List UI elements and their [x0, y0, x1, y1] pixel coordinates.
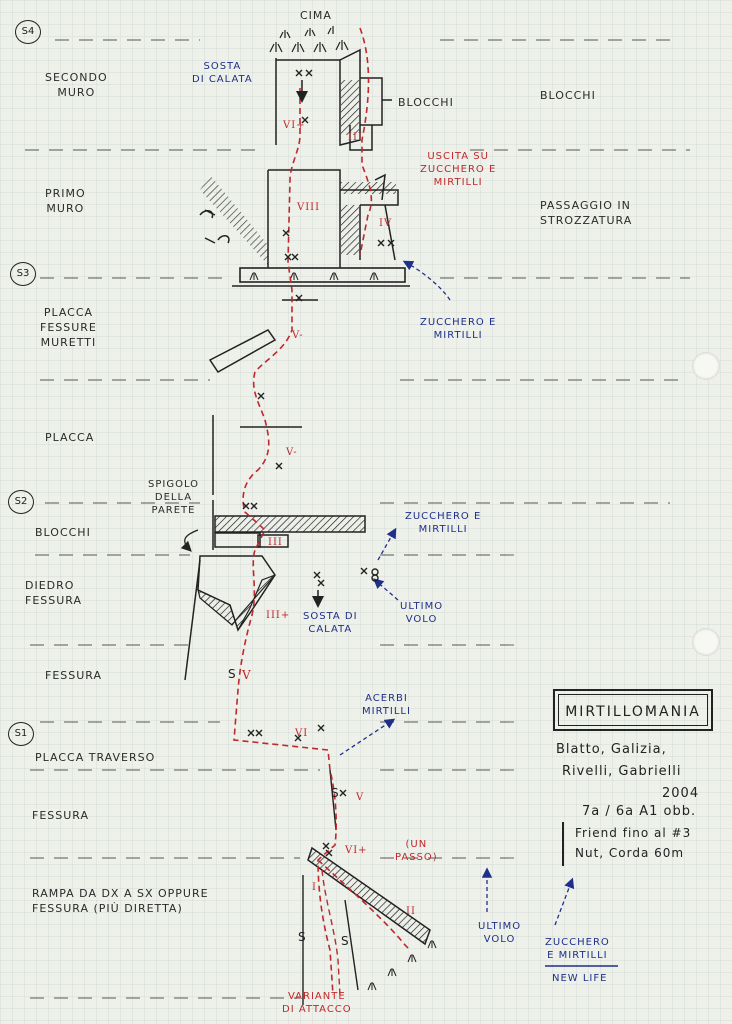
diedro-shade: [197, 574, 276, 632]
grade-rampa-left: I: [312, 882, 317, 893]
s3-ledge: [232, 267, 410, 287]
section-fessura-2: FESSURA: [32, 809, 90, 822]
info-year: 2004: [662, 786, 700, 801]
bolts: [242, 69, 395, 857]
note-sosta-calata-mid: SOSTA DI CALATA: [303, 611, 358, 635]
grade-secondo-muro-left: VI+: [283, 120, 306, 131]
section-rampa: RAMPA DA DX A SX OPPURE FESSURA (PIÙ DIR…: [32, 887, 209, 915]
note-ultimo-volo-1: ULTIMO VOLO: [400, 601, 444, 625]
note-new-life: NEW LIFE: [552, 973, 608, 984]
note-spigolo: SPIGOLO DELLA PARETE: [148, 479, 200, 516]
note-zucchero-1: ZUCCHERO E MIRTILLI: [420, 317, 497, 341]
info-gear-bracket: [562, 822, 732, 866]
section-placca: PLACCA: [45, 431, 95, 444]
belay-s2: S2: [8, 490, 34, 514]
belay-s4: S4: [15, 20, 41, 44]
placca-fessure-ledges: [184, 299, 318, 681]
section-placca-fessure: PLACCA FESSURE MURETTI: [40, 306, 97, 349]
note-blocchi-inline: BLOCCHI: [398, 96, 454, 109]
summit-label: CIMA: [300, 9, 332, 22]
info-authors-line2: Rivelli, Gabrielli: [562, 764, 682, 779]
grade-traverso: VI: [295, 728, 309, 739]
secondo-muro-outline: [275, 48, 392, 151]
grade-placca-fessure: V-: [292, 330, 304, 341]
belay-s3: S3: [10, 262, 36, 286]
section-fessura-1: FESSURA: [45, 669, 103, 682]
section-blocchi: BLOCCHI: [35, 526, 91, 539]
s2-blocks: [197, 500, 289, 632]
primo-muro-left-slabs: [200, 175, 268, 265]
route-main: [233, 27, 411, 996]
grade-fessura-2: V: [356, 792, 365, 803]
note-blocchi-right: BLOCCHI: [540, 89, 596, 102]
info-authors-line1: Blatto, Galizia,: [556, 742, 667, 757]
rampa-slab: [307, 846, 431, 946]
info-gear-line2: Nut, Corda 60m: [575, 846, 685, 860]
grade-placca: V-: [286, 447, 298, 458]
note-zucchero-3: ZUCCHERO E MIRTILLI: [545, 937, 610, 961]
note-varianti: VARIANTE DI ATTACCO: [282, 991, 352, 1015]
note-uscita: USCITA SU ZUCCHERO E MIRTILLI: [420, 151, 497, 188]
binder-hole-top: [692, 352, 720, 380]
grade-rampa: VI+: [345, 845, 368, 856]
grade-rampa-right: II: [406, 906, 416, 917]
grade-diedro: III+: [266, 610, 291, 621]
section-placca-traverso: PLACCA TRAVERSO: [35, 751, 156, 764]
note-zucchero-2: ZUCCHERO E MIRTILLI: [405, 511, 482, 535]
note-ultimo-volo-2: ULTIMO VOLO: [478, 921, 522, 945]
info-gear-line1: Friend fino al #3: [575, 826, 692, 840]
section-diedro-fessura: DIEDRO FESSURA: [25, 579, 83, 607]
grade-strozzatura: IV: [379, 218, 393, 229]
friend-mark-rampa-left: S: [298, 930, 307, 944]
friend-mark-rampa-right: S: [341, 934, 350, 948]
summit-grass: [269, 26, 349, 53]
section-secondo-muro: SECONDO MURO: [45, 71, 108, 99]
rampa-lines: [302, 769, 359, 1005]
section-dividers: [25, 39, 690, 999]
route-title: MIRTILLOMANIA: [558, 694, 708, 726]
note-sosta-calata-top: SOSTA DI CALATA: [192, 61, 253, 85]
belay-s1: S1: [8, 722, 34, 746]
rampa-grass: [367, 940, 437, 991]
primo-muro-side-shade: [341, 205, 359, 255]
friend-mark-fessura: S: [228, 667, 237, 681]
primo-muro-roof-shade: [340, 182, 396, 194]
grade-secondo-muro-right: III: [348, 132, 363, 143]
route-title-box: MIRTILLOMANIA: [553, 689, 713, 731]
info-grade: 7a / 6a A1 obb.: [582, 804, 697, 819]
s2-roof: [214, 515, 366, 533]
section-primo-muro: PRIMO MURO: [45, 187, 86, 215]
note-acerbi: ACERBI MIRTILLI: [362, 693, 411, 717]
secondo-muro-shade: [341, 80, 359, 135]
friend-mark-traverso: S: [331, 786, 340, 800]
grade-primo-muro: VIII: [297, 202, 321, 213]
grade-fessura: V: [242, 668, 252, 682]
binder-hole-bottom: [692, 628, 720, 656]
spigolo-arrow: [180, 529, 199, 552]
s3-grass: [249, 272, 379, 281]
route-variant: [321, 869, 341, 996]
grade-blocchi: III: [268, 537, 283, 548]
note-strozzatura: PASSAGGIO IN STROZZATURA: [540, 199, 633, 227]
lowering-arrows: [296, 80, 324, 608]
note-un-passo: (UN PASSO): [395, 839, 438, 863]
note-arrows: [339, 260, 575, 926]
